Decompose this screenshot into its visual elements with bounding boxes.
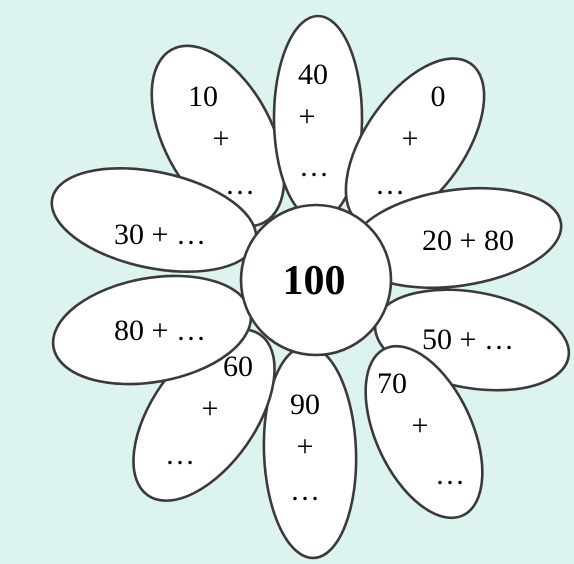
petal-label-line: 90 [290,388,320,421]
petal-left-upper-label: 30 + … [114,218,206,251]
petal-label-line: 70 [377,367,407,400]
petal-label-line: + [412,409,429,442]
petal-label-line: + [402,122,419,155]
petal-label-line: + [213,122,230,155]
center-label: 100 [283,258,346,304]
petal-label-line: 60 [223,350,253,383]
petal-label-line: … [225,168,255,201]
petal-label-line: … [290,474,320,507]
petal-label-line: … [375,168,405,201]
petal-label-line: 30 + … [114,218,206,251]
petal-label-line: 50 + … [422,323,514,356]
petal-label-line: … [435,458,465,491]
petal-label-line: 40 [298,58,328,91]
petal-label-line: … [165,438,195,471]
petal-label-line: + [297,430,314,463]
petal-label-line: + [299,100,316,133]
petal-label-line: 0 [431,80,446,113]
petal-right-upper-label: 20 + 80 [422,224,514,257]
petal-left-lower-label: 80 + … [114,314,206,347]
petal-label-line: 80 + … [114,314,206,347]
petal-label-line: 10 [188,80,218,113]
petal-label-line: … [299,150,329,183]
petal-label-line: + [202,392,219,425]
petal-right-lower-label: 50 + … [422,323,514,356]
petal-label-line: 20 + 80 [422,224,514,257]
